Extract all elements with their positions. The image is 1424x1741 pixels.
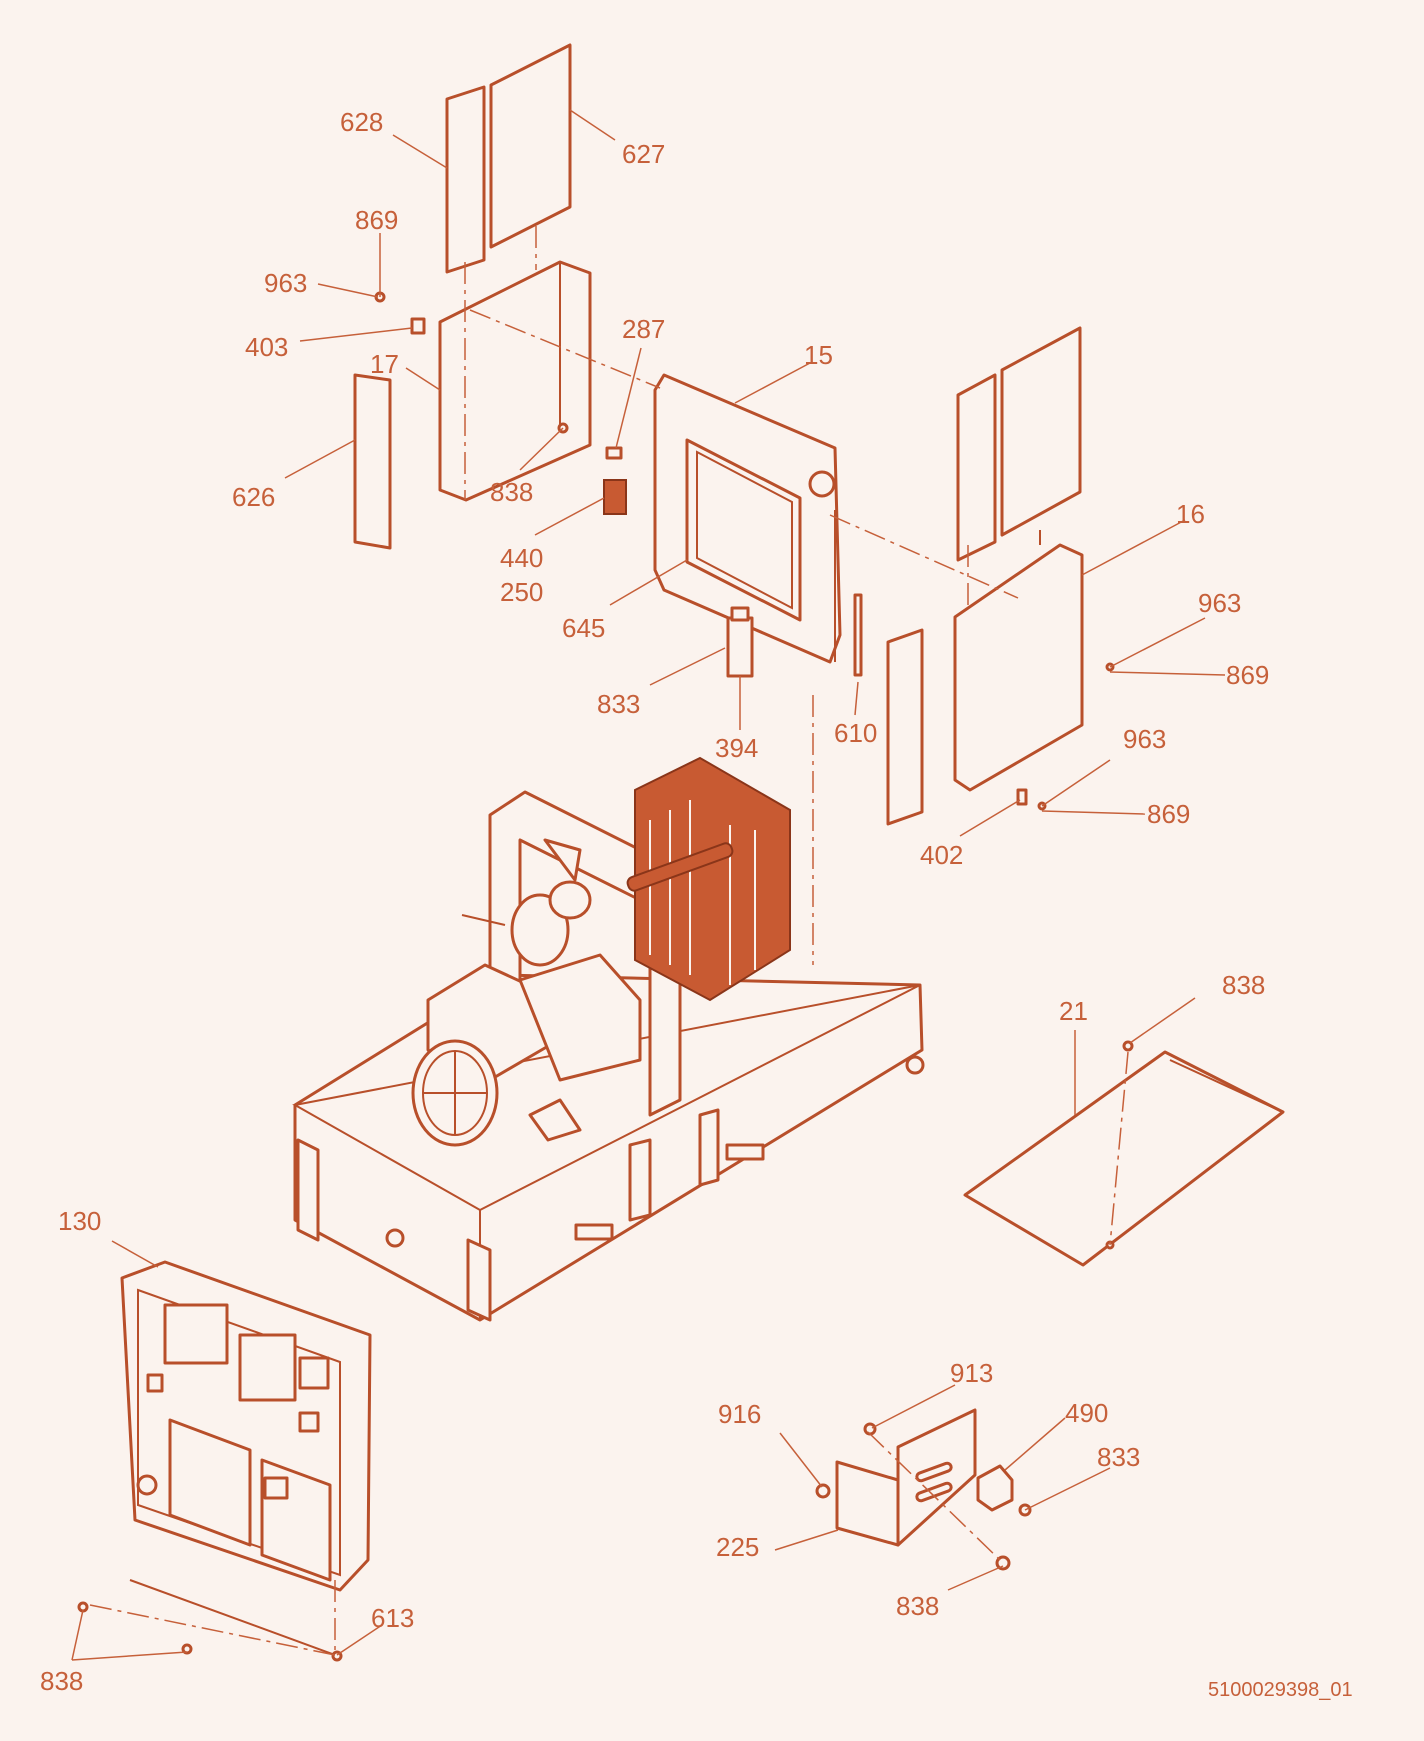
center-panel-parts xyxy=(603,373,863,678)
side-panel-right-parts xyxy=(886,326,1115,826)
alignment-lines xyxy=(89,226,1129,1656)
callout-869: 869 xyxy=(355,205,398,235)
leader-lines xyxy=(71,109,1226,1661)
callout-963: 963 xyxy=(264,268,307,298)
callout-838: 838 xyxy=(896,1591,939,1621)
mounting-bracket-assembly xyxy=(815,1408,1032,1571)
callout-627: 627 xyxy=(622,139,665,169)
callout-645: 645 xyxy=(562,613,605,643)
callout-833: 833 xyxy=(1097,1442,1140,1472)
callout-833: 833 xyxy=(597,689,640,719)
base-plate xyxy=(963,1040,1285,1267)
callout-963: 963 xyxy=(1198,588,1241,618)
callout-490: 490 xyxy=(1065,1398,1108,1428)
control-panel-assembly xyxy=(77,1260,372,1662)
callout-21: 21 xyxy=(1059,996,1088,1026)
callout-913: 913 xyxy=(950,1358,993,1388)
callout-250: 250 xyxy=(500,577,543,607)
callout-225: 225 xyxy=(716,1532,759,1562)
callout-130: 130 xyxy=(58,1206,101,1236)
callout-17: 17 xyxy=(370,349,399,379)
callout-838: 838 xyxy=(1222,970,1265,1000)
callout-963: 963 xyxy=(1123,724,1166,754)
side-panel-left-parts xyxy=(353,43,592,550)
callout-838: 838 xyxy=(40,1666,83,1696)
callout-869: 869 xyxy=(1147,799,1190,829)
drawing-number: 5100029398_01 xyxy=(1208,1679,1353,1701)
callout-916: 916 xyxy=(718,1399,761,1429)
callout-440: 440 xyxy=(500,543,543,573)
generator-frame-assembly xyxy=(292,756,925,1322)
callout-labels: 628 627 869 963 403 17 287 15 626 838 44… xyxy=(40,107,1269,1696)
callout-838: 838 xyxy=(490,477,533,507)
callout-16: 16 xyxy=(1176,499,1205,529)
callout-403: 403 xyxy=(245,332,288,362)
callout-287: 287 xyxy=(622,314,665,344)
callout-869: 869 xyxy=(1226,660,1269,690)
callout-628: 628 xyxy=(340,107,383,137)
callout-610: 610 xyxy=(834,718,877,748)
callout-394: 394 xyxy=(715,733,758,763)
callout-15: 15 xyxy=(804,340,833,370)
callout-626: 626 xyxy=(232,482,275,512)
callout-402: 402 xyxy=(920,840,963,870)
callout-613: 613 xyxy=(371,1603,414,1633)
